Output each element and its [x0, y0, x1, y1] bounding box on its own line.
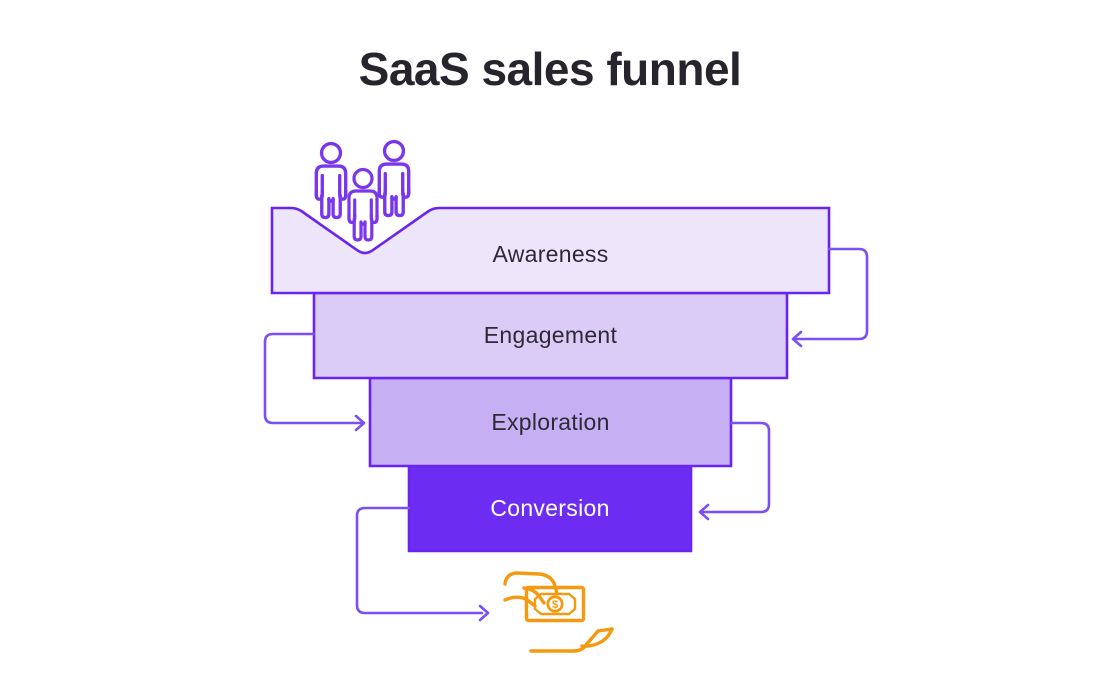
arrow-exploration-to-conversion — [700, 421, 771, 514]
arrow-engagement-to-exploration — [263, 332, 364, 425]
funnel-stage-exploration-shape — [368, 376, 733, 468]
funnel-stage-engagement-shape — [312, 291, 789, 380]
arrow-awareness-to-engagement — [793, 247, 869, 341]
connector-arrows — [263, 247, 869, 622]
funnel-stage-awareness-shape — [270, 206, 831, 295]
money-in-hand-icon: $ — [503, 571, 614, 653]
banknote-circle — [546, 595, 564, 613]
arrowhead-exploration-to-conversion — [698, 503, 710, 521]
arrowhead-awareness-to-engagement — [791, 330, 803, 348]
people-group-icon — [314, 139, 411, 242]
banknote-inner-border — [533, 592, 577, 616]
arrowhead-conversion-to-revenue — [478, 604, 490, 622]
funnel-stage-conversion-shape — [407, 464, 693, 553]
page-title: SaaS sales funnel — [358, 43, 742, 95]
arrowhead-engagement-to-exploration — [354, 414, 366, 432]
dollar-sign: $ — [552, 599, 558, 611]
arrow-conversion-to-revenue — [355, 506, 484, 615]
receiving-hand-icon — [529, 627, 614, 653]
giving-hand-icon — [503, 571, 559, 608]
